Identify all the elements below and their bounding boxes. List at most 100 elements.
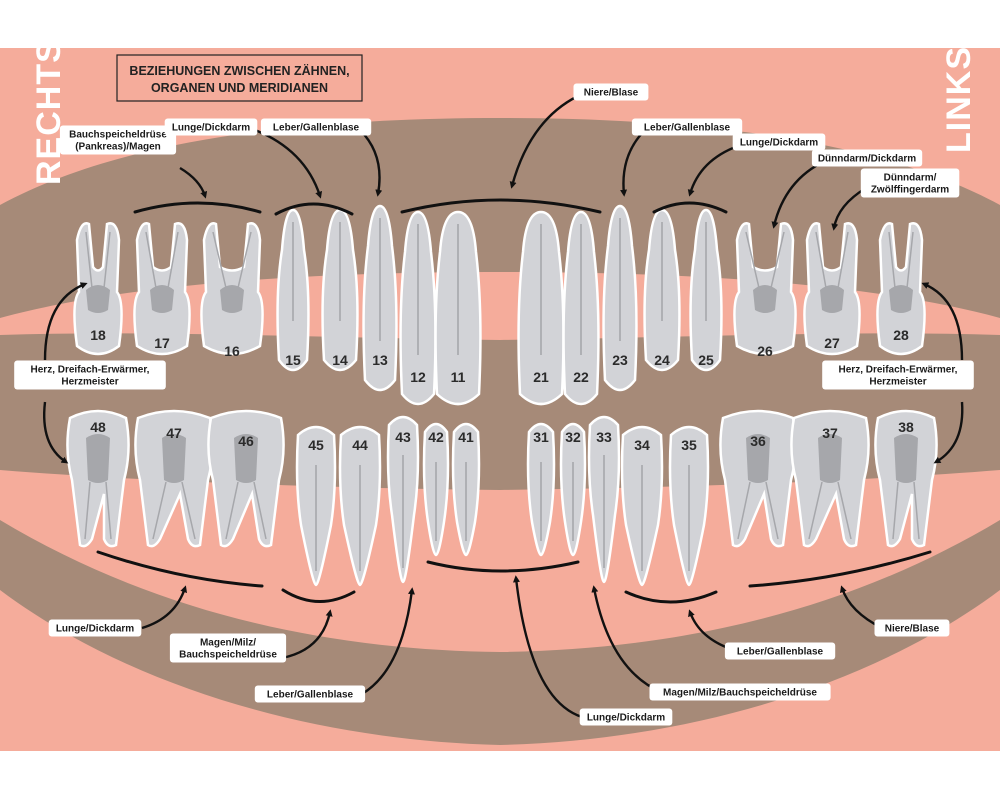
label-box-u-lunge-l [732, 133, 826, 151]
annotation-u-lunge-l: Lunge/Dickdarm [652, 133, 826, 214]
label-text-u-lunge-l: Lunge/Dickdarm [740, 138, 818, 149]
annotation-u-duenndarm-dick: Dünndarm/Dickdarm [771, 149, 923, 229]
tooth-25: 25 [689, 208, 723, 372]
tooth-37: 37 [790, 409, 870, 548]
tooth-32: 32 [559, 422, 587, 557]
tooth-number-31: 31 [533, 429, 549, 445]
label-box-l-magen-r [169, 633, 287, 663]
tooth-23: 23 [602, 204, 638, 392]
tooth-18: 18 [73, 222, 123, 356]
label-text-u-bauchspeichel: Bauchspeicheldrüse [69, 130, 167, 141]
label-box-u-leber-r [260, 118, 372, 136]
label-box-herz-r [14, 360, 166, 390]
label-box-l-leber-l [724, 642, 836, 660]
tooth-number-48: 48 [90, 419, 106, 435]
tooth-41: 41 [451, 422, 481, 557]
tooth-number-18: 18 [90, 327, 106, 343]
label-text-u-duenndarm-zwoelf: Dünndarm/ [884, 173, 937, 184]
bracket-u-lunge-r [274, 202, 354, 216]
tooth-34: 34 [620, 425, 664, 587]
tooth-48: 48 [66, 409, 130, 548]
tooth-number-37: 37 [822, 425, 838, 441]
tooth-16: 16 [200, 222, 264, 359]
tooth-42: 42 [422, 422, 450, 557]
tooth-number-24: 24 [654, 352, 670, 368]
arrow-l-leber-r [361, 587, 415, 696]
label-text-herz-r: Herz, Dreifach-Erwärmer, [31, 365, 150, 376]
tooth-12: 12 [399, 210, 437, 406]
tooth-number-46: 46 [238, 433, 254, 449]
tooth-33: 33 [587, 415, 621, 584]
annotation-u-duenndarm-zwoelf: Dünndarm/Zwölffingerdarm [831, 168, 960, 231]
side-label-left: LINKS [940, 46, 978, 153]
tooth-number-33: 33 [596, 429, 612, 445]
bracket-u-lunge-l [652, 201, 728, 214]
annotation-l-magen-r: Magen/Milz/Bauchspeicheldrüse [169, 588, 356, 663]
tooth-number-11: 11 [451, 369, 466, 385]
tooth-number-35: 35 [681, 437, 697, 453]
label-box-l-leber-r [254, 685, 366, 703]
label-text-l-lunge-c: Lunge/Dickdarm [587, 713, 665, 724]
label-box-u-leber-l [631, 118, 743, 136]
tooth-number-28: 28 [893, 327, 909, 343]
tooth-number-41: 41 [458, 429, 474, 445]
title-line-1: BEZIEHUNGEN ZWISCHEN ZÄHNEN, [129, 63, 349, 78]
label-text-herz-r: Herzmeister [61, 377, 118, 388]
tooth-15: 15 [276, 208, 310, 372]
tooth-number-32: 32 [565, 429, 581, 445]
arrow-herz-r [43, 282, 88, 361]
label-text-herz-l: Herz, Dreifach-Erwärmer, [839, 365, 958, 376]
tooth-number-23: 23 [612, 352, 628, 368]
label-text-u-niere: Niere/Blase [584, 88, 639, 99]
annotation-herz-r: Herz, Dreifach-Erwärmer,Herzmeister [14, 282, 166, 464]
tooth-number-17: 17 [154, 335, 170, 351]
annotation-l-leber-r: Leber/Gallenblase [254, 587, 415, 703]
annotation-l-lunge-c: Lunge/Dickdarm [426, 560, 673, 726]
tooth-44: 44 [338, 425, 382, 587]
label-box-l-magen-l [649, 683, 831, 701]
tooth-46: 46 [207, 409, 285, 548]
arrow-2-herz-l [933, 401, 964, 464]
tooth-22: 22 [562, 210, 600, 406]
annotation-l-lunge-r: Lunge/Dickdarm [48, 550, 264, 637]
tooth-number-34: 34 [634, 437, 650, 453]
tooth-31: 31 [526, 422, 556, 557]
tooth-number-25: 25 [698, 352, 714, 368]
label-text-l-leber-l: Leber/Gallenblase [737, 647, 824, 658]
label-text-u-duenndarm-zwoelf: Zwölffingerdarm [871, 185, 949, 196]
label-text-u-leber-r: Leber/Gallenblase [273, 123, 360, 134]
label-text-herz-l: Herzmeister [869, 377, 926, 388]
tooth-number-26: 26 [757, 343, 773, 359]
tooth-number-43: 43 [395, 429, 411, 445]
tooth-45: 45 [295, 425, 337, 587]
bracket-l-lunge-r [96, 550, 264, 588]
label-box-u-duenndarm-dick [811, 149, 923, 167]
tooth-number-22: 22 [573, 369, 589, 385]
tooth-number-16: 16 [224, 343, 240, 359]
tooth-43: 43 [386, 415, 420, 584]
annotation-u-leber-r: Leber/Gallenblase [260, 118, 383, 197]
annotation-u-leber-l: Leber/Gallenblase [620, 118, 743, 197]
label-text-u-leber-l: Leber/Gallenblase [644, 123, 731, 134]
tooth-36: 36 [719, 409, 797, 548]
bracket-u-niere [400, 198, 602, 214]
title-line-2: ORGANEN UND MERIDIANEN [151, 81, 328, 95]
arrow-u-lunge-l [687, 144, 739, 197]
title-box [116, 54, 363, 102]
bracket-l-niere [748, 550, 932, 588]
label-text-l-magen-l: Magen/Milz/Bauchspeicheldrüse [663, 688, 817, 699]
tooth-number-38: 38 [898, 419, 914, 435]
label-text-l-lunge-r: Lunge/Dickdarm [56, 624, 134, 635]
label-text-u-bauchspeichel: (Pankreas)/Magen [75, 142, 161, 153]
tooth-13: 13 [362, 204, 398, 392]
annotation-u-bauchspeichel: Bauchspeicheldrüse(Pankreas)/Magen [59, 125, 262, 214]
label-box-herz-l [822, 360, 974, 390]
tooth-number-36: 36 [750, 433, 766, 449]
tooth-26: 26 [733, 222, 797, 359]
tooth-number-42: 42 [428, 429, 444, 445]
annotation-l-magen-l: Magen/Milz/Bauchspeicheldrüse [591, 585, 831, 701]
label-box-l-lunge-c [579, 708, 673, 726]
arrow-l-magen-r [281, 609, 333, 660]
tooth-17: 17 [133, 222, 191, 356]
